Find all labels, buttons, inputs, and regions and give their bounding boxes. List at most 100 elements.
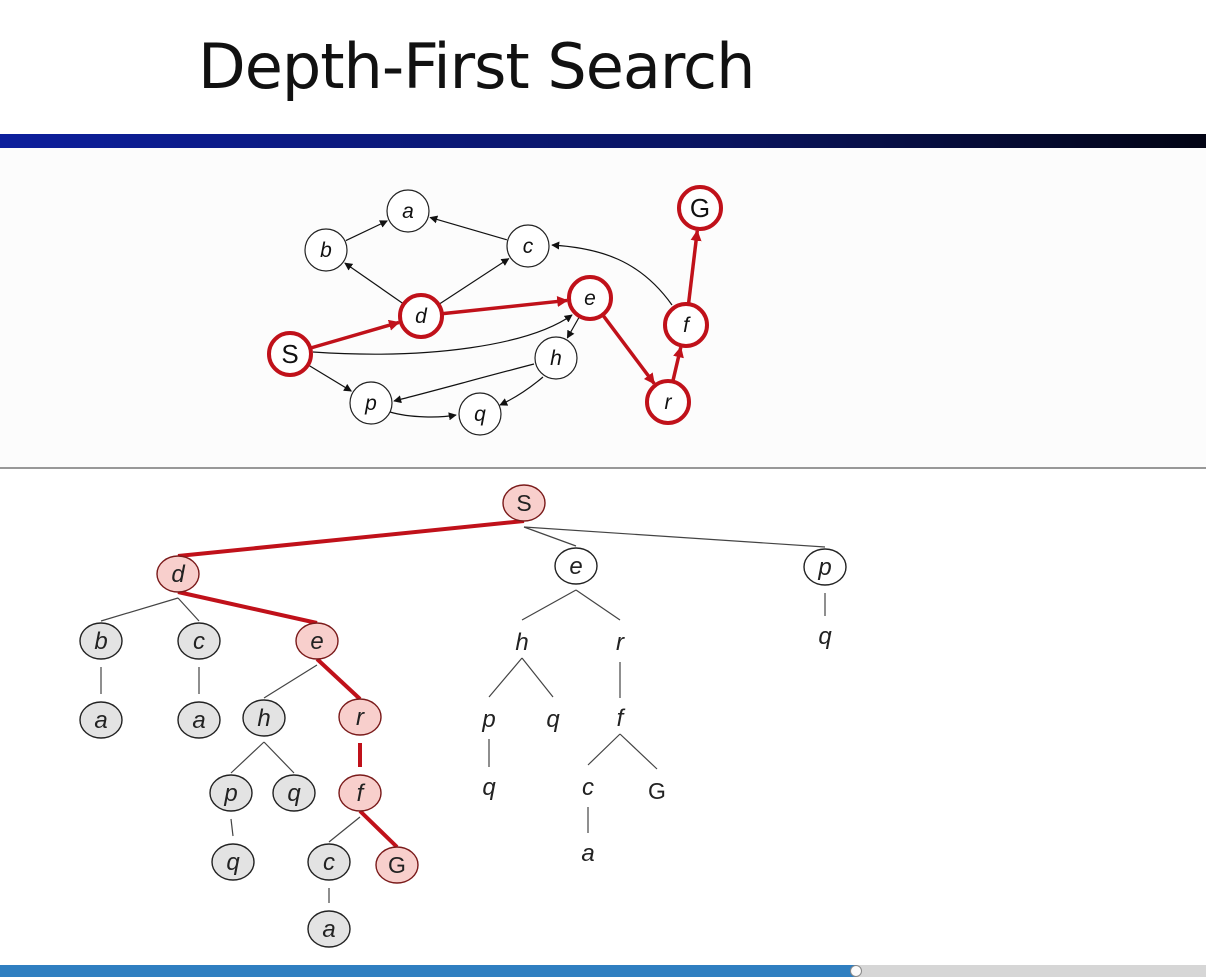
graph-node-label: e bbox=[584, 287, 596, 310]
tree-node-p3: p bbox=[481, 706, 495, 733]
playback-scrubber-handle[interactable] bbox=[850, 965, 863, 977]
graph-node-label: d bbox=[415, 305, 428, 328]
tree-node-a1: a bbox=[79, 701, 123, 739]
tree-node-label: q bbox=[226, 849, 240, 876]
tree-node-q4: q bbox=[546, 706, 560, 733]
tree-node-S: S bbox=[502, 484, 546, 522]
tree-node-label: a bbox=[192, 707, 205, 734]
tree-node-label: a bbox=[581, 840, 594, 867]
tree-edge-d-to-e2 bbox=[177, 590, 318, 625]
tree-node-label: h bbox=[515, 629, 528, 656]
tree-node-label: q bbox=[482, 774, 496, 801]
tree-edge-e1-to-r2 bbox=[575, 589, 621, 621]
graph-edge-b-to-a bbox=[345, 220, 388, 242]
tree-node-G2: G bbox=[648, 778, 666, 804]
graph-node-label: S bbox=[281, 339, 298, 369]
graph-node-c: c bbox=[506, 224, 550, 268]
graph-edge-S-to-d bbox=[310, 319, 400, 350]
tree-edge-e2-to-h1 bbox=[263, 664, 318, 699]
tree-node-p1: p bbox=[803, 548, 847, 586]
tree-edge-d-to-c1 bbox=[177, 597, 200, 622]
tree-node-q1: q bbox=[818, 623, 832, 650]
graph-node-G: G bbox=[677, 185, 723, 231]
tree-edge-e2-to-r1 bbox=[315, 657, 362, 701]
graph-node-label: f bbox=[683, 314, 691, 337]
graph-edge-d-to-c bbox=[439, 258, 510, 305]
tree-node-label: h bbox=[257, 705, 270, 732]
tree-node-label: a bbox=[322, 916, 335, 943]
graph-edge-f-to-c bbox=[551, 241, 673, 306]
tree-edge-h2-to-p3 bbox=[488, 657, 523, 698]
tree-edge-f2-to-c3 bbox=[587, 733, 621, 766]
tree-node-label: d bbox=[171, 561, 185, 588]
tree-node-label: e bbox=[569, 553, 582, 580]
graph-node-S: S bbox=[267, 331, 313, 377]
tree-node-label: a bbox=[94, 707, 107, 734]
graph-node-label: p bbox=[364, 392, 377, 415]
tree-node-a2: a bbox=[177, 701, 221, 739]
graph-edge-e-to-h bbox=[566, 316, 580, 339]
graph-node-d: d bbox=[398, 293, 444, 339]
tree-node-c3: c bbox=[582, 774, 594, 801]
tree-node-e1: e bbox=[554, 547, 598, 585]
graph-edge-e-to-r bbox=[601, 314, 656, 385]
tree-node-label: f bbox=[617, 705, 626, 732]
graph-edge-r-to-f bbox=[671, 346, 684, 381]
tree-node-q3: q bbox=[211, 843, 255, 881]
tree-edge-S-to-d bbox=[177, 519, 525, 558]
tree-edge-e1-to-h2 bbox=[521, 589, 577, 621]
graph-edge-d-to-e bbox=[442, 296, 569, 316]
tree-edge-h1-to-q2 bbox=[263, 741, 295, 774]
graph-node-q: q bbox=[458, 392, 502, 436]
tree-edge-p2-to-q3 bbox=[230, 818, 234, 837]
tree-edge-f2-to-G2 bbox=[619, 733, 658, 770]
tree-node-label: e bbox=[310, 628, 323, 655]
tree-edge-f1-to-c2 bbox=[328, 816, 361, 843]
graph-node-h: h bbox=[534, 336, 578, 380]
tree-node-label: b bbox=[94, 628, 107, 655]
graph-node-label: G bbox=[690, 193, 710, 223]
graph-node-r: r bbox=[645, 379, 691, 425]
graph-edge-h-to-q bbox=[499, 376, 544, 406]
graph-node-label: h bbox=[550, 347, 562, 370]
graph-node-label: a bbox=[402, 200, 414, 223]
tree-node-label: c bbox=[323, 849, 335, 876]
tree-node-label: S bbox=[516, 490, 531, 516]
tree-node-label: p bbox=[223, 780, 237, 807]
graph-node-b: b bbox=[304, 228, 348, 272]
playback-progress-fill bbox=[0, 965, 857, 977]
tree-edges bbox=[100, 519, 826, 903]
graph-edge-f-to-G bbox=[686, 229, 702, 304]
tree-node-label: c bbox=[582, 774, 594, 801]
graph-node-label: r bbox=[665, 391, 673, 414]
tree-node-q5: q bbox=[482, 774, 496, 801]
tree-node-p2: p bbox=[209, 774, 253, 812]
tree-node-label: p bbox=[817, 554, 831, 581]
tree-edge-d-to-b bbox=[100, 597, 179, 622]
tree-node-f1: f bbox=[338, 774, 382, 812]
tree-node-label: q bbox=[818, 623, 832, 650]
tree-node-label: f bbox=[357, 780, 366, 807]
graph-edge-S-to-p bbox=[308, 364, 353, 392]
playback-progress-bar[interactable] bbox=[0, 965, 1206, 977]
graph-node-label: q bbox=[474, 403, 486, 426]
tree-node-h2: h bbox=[515, 629, 528, 656]
graph-node-f: f bbox=[663, 302, 709, 348]
tree-node-label: p bbox=[481, 706, 495, 733]
tree-node-b: b bbox=[79, 622, 123, 660]
tree-edge-S-to-e1 bbox=[523, 526, 577, 547]
tree-node-f2: f bbox=[617, 705, 626, 732]
graph-edge-c-to-a bbox=[429, 215, 508, 241]
tree-node-label: q bbox=[287, 780, 301, 807]
graph-node-label: b bbox=[320, 239, 332, 262]
graph-edges bbox=[308, 215, 702, 421]
tree-node-c2: c bbox=[307, 843, 351, 881]
graph-node-e: e bbox=[567, 275, 613, 321]
tree-node-e2: e bbox=[295, 622, 339, 660]
graph-edge-d-to-b bbox=[344, 262, 404, 304]
